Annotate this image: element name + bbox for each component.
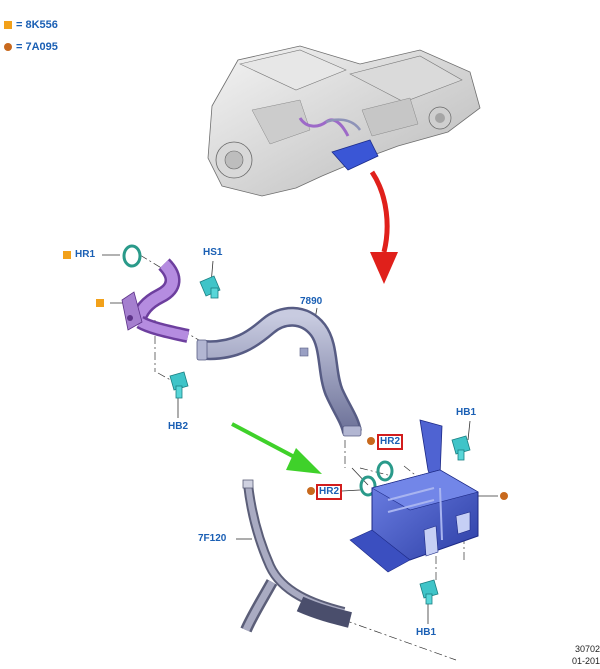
circle-marker-icon xyxy=(4,43,12,51)
7a095-marker-hr2-left xyxy=(307,487,315,495)
label-hr2-left: HR2 xyxy=(316,484,343,500)
reference-number: 30702 xyxy=(574,644,600,654)
bolt-hb1-top xyxy=(451,435,471,461)
oil-cooler-return-pipe-7f120 xyxy=(240,479,352,633)
8k556-marker-hr1 xyxy=(63,251,71,259)
7a095-marker-cooler xyxy=(500,492,508,500)
8k556-marker-pipe xyxy=(96,299,104,307)
o-ring-hr2-top xyxy=(376,460,394,482)
bolt-hb1-bottom xyxy=(419,579,439,605)
transmission-oil-cooler xyxy=(349,419,479,573)
reference-date: 01-201 xyxy=(571,656,600,666)
legend-text: = 7A095 xyxy=(16,41,58,53)
label-7890: 7890 xyxy=(300,296,323,307)
stud-hs1 xyxy=(199,275,221,299)
o-ring-hr1 xyxy=(122,244,142,268)
label-hb1-bottom: HB1 xyxy=(416,627,437,638)
legend-text: = 8K556 xyxy=(16,19,58,31)
engine-transmission-assembly xyxy=(207,45,481,197)
coolant-pipe-purple xyxy=(121,258,190,343)
green-arrow-icon xyxy=(231,422,322,474)
o-ring-hr2-left xyxy=(359,475,377,497)
square-marker-icon xyxy=(4,21,12,29)
label-hb1-top: HB1 xyxy=(456,407,477,418)
label-hb2: HB2 xyxy=(168,421,189,432)
legend-item-8k556: = 8K556 xyxy=(4,19,58,31)
label-7f120: 7F120 xyxy=(198,533,227,544)
coolant-hose-7890 xyxy=(196,306,362,437)
bolt-hb2 xyxy=(169,371,189,399)
label-hr2-top: HR2 xyxy=(377,434,404,450)
7a095-marker-hr2-top xyxy=(367,437,375,445)
legend-item-7a095: = 7A095 xyxy=(4,41,58,53)
red-arrow-icon xyxy=(369,170,398,284)
label-hr1: HR1 xyxy=(75,249,96,260)
label-hs1: HS1 xyxy=(203,247,223,258)
